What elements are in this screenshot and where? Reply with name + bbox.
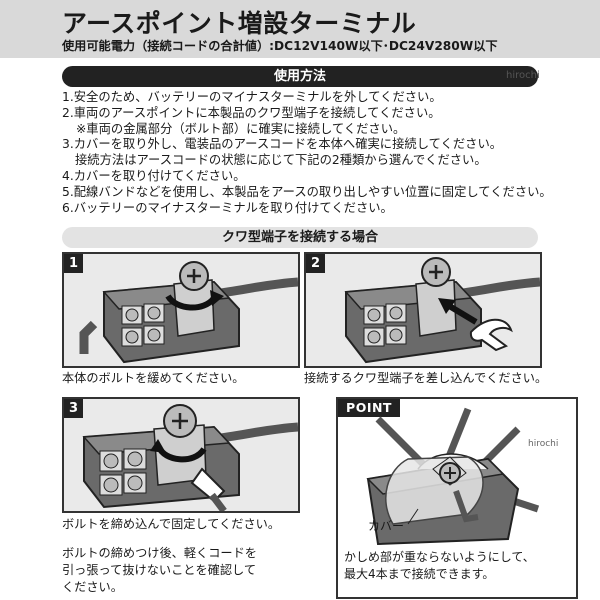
step-2: 2.車両のアースポイントに本製品のクワ型端子を接続してください。	[62, 105, 441, 120]
usage-heading: 使用方法	[62, 66, 538, 87]
panel-1-caption: 本体のボルトを緩めてください。	[62, 371, 245, 385]
point-caption-line-2: 最大4本まで接続できます。	[344, 567, 495, 581]
step-panel-2: 2	[304, 252, 542, 368]
point-caption: かしめ部が重ならないようにして、 最大4本まで接続できます。	[344, 549, 535, 583]
page-title: アースポイント増設ターミナル	[62, 9, 417, 38]
step-panel-1: 1	[62, 252, 300, 368]
step-4: 4.カバーを取り付けてください。	[62, 168, 246, 183]
step-panel-3: 3	[62, 397, 300, 513]
note-line-3: ください。	[62, 580, 123, 594]
usage-heading-text: 使用方法	[273, 69, 326, 84]
step-5: 5.配線バンドなどを使用し、本製品をアースの取り出しやすい位置に固定してください…	[62, 184, 552, 199]
panel-3-caption: ボルトを締め込んで固定してください。	[62, 517, 281, 531]
terminal-illustration-3	[82, 404, 298, 511]
point-watermark: hirochi	[528, 439, 559, 449]
step-3: 3.カバーを取り外し、電装品のアースコードを本体へ確実に接続してください。	[62, 137, 503, 152]
point-box: POINT hirochi カバー かしめ部が重ならないようにして、 最大4本ま…	[336, 397, 578, 599]
step-2-note: ※車両の金属部分（ボルト部）に確実に接続してください。	[76, 121, 406, 136]
connection-heading: クワ型端子を接続する場合	[62, 227, 538, 248]
panel-2-number: 2	[306, 254, 325, 273]
note-line-1: ボルトの締めつけ後、軽くコードを	[62, 546, 257, 560]
watermark: hirochi	[506, 70, 540, 81]
header-band: アースポイント増設ターミナル 使用可能電力（接続コードの合計値）:DC12V14…	[0, 0, 600, 58]
terminal-illustration-2	[344, 257, 540, 364]
power-rating: 使用可能電力（接続コードの合計値）:DC12V140W以下･DC24V280W以…	[62, 39, 498, 53]
usage-steps: 1.安全のため、バッテリーのマイナスターミナルを外してください。 2.車両のアー…	[62, 90, 552, 216]
note: ボルトの締めつけ後、軽くコードを 引っ張って抜けないことを確認して ください。	[62, 545, 257, 596]
terminal-illustration-1	[79, 261, 298, 364]
point-caption-line-1: かしめ部が重ならないようにして、	[344, 550, 535, 564]
panel-3-number: 3	[64, 399, 83, 418]
point-badge: POINT	[338, 399, 400, 417]
step-6: 6.バッテリーのマイナスターミナルを取り付けてください。	[62, 200, 393, 215]
note-line-2: 引っ張って抜けないことを確認して	[62, 563, 257, 577]
step-3-note: 接続方法はアースコードの状態に応じて下記の2種類から選んでください。	[75, 153, 487, 168]
step-1: 1.安全のため、バッテリーのマイナスターミナルを外してください。	[62, 90, 442, 104]
connection-heading-text: クワ型端子を接続する場合	[221, 230, 378, 245]
cover-label: カバー	[368, 519, 405, 533]
point-illustration	[366, 407, 540, 546]
panel-1-number: 1	[64, 254, 83, 273]
panel-2-caption: 接続するクワ型端子を差し込んでください。	[304, 371, 548, 385]
